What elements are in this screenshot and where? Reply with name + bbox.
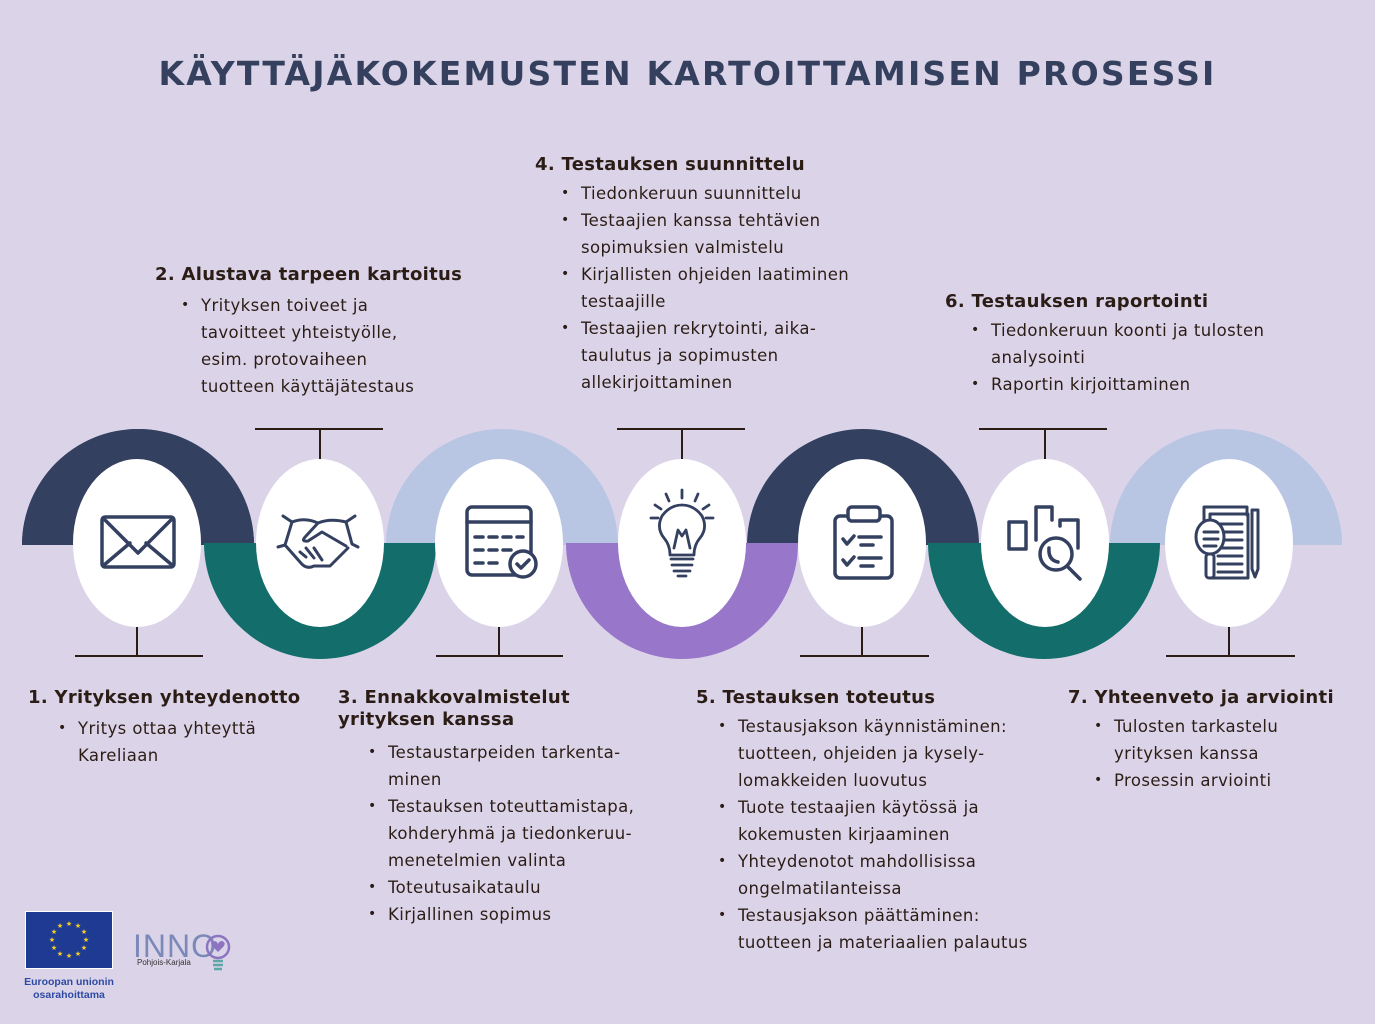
step-4-heading: 4. Testauksen suunnittelu [535,154,806,175]
page-title: KÄYTTÄJÄKOKEMUSTEN KARTOITTAMISEN PROSES… [158,54,1217,93]
lightbulb-heart-icon [205,934,231,971]
svg-text:★: ★ [66,920,72,928]
step-4-block: 4. Testauksen suunnittelu Tiedonkeruun s… [535,154,915,396]
step-3-bullet-3: Toteutusaikataulu [366,874,678,901]
step-5-bullet-2: Tuote testaajien käytössä ja kokemusten … [716,794,1038,848]
circle-step-2 [256,459,384,627]
svg-text:★: ★ [57,922,63,930]
clipboard-checklist-icon [833,505,894,580]
step-5-bullet-1: Testausjakson käynnistäminen: tuotteen, … [716,713,1058,794]
step-4-bullet-3: Kirjallisten ohjeiden laatiminen testaaj… [559,261,891,315]
svg-text:★: ★ [83,936,89,944]
step-6-bullet-2: Raportin kirjoittaminen [969,371,1345,398]
step-6-bullet-1: Tiedonkeruun koonti ja tulosten analysoi… [969,317,1321,371]
svg-text:★: ★ [81,944,87,952]
eu-funding-caption: Euroopan unionin osarahoittama [15,976,123,1002]
step-1-block: 1. Yrityksen yhteydenotto Yritys ottaa y… [28,687,328,769]
circle-step-3 [435,459,563,627]
circle-step-5 [798,459,926,627]
chart-magnifier-icon [1007,505,1082,581]
svg-text:★: ★ [81,928,87,936]
step-5-bullet-4: Testausjakson päättäminen: tuotteen ja m… [716,902,1058,956]
step-7-bullet-2: Prosessin arviointi [1092,767,1368,794]
step-6-block: 6. Testauksen raportointi Tiedonkeruun k… [945,291,1345,398]
eu-caption-line-1: Euroopan unionin [24,976,114,988]
circle-step-1 [73,459,201,627]
step-5-block: 5. Testauksen toteutus Testausjakson käy… [696,687,1056,956]
svg-text:★: ★ [51,928,57,936]
step-2-heading: 2. Alustava tarpeen kartoitus [155,264,463,285]
step-2-bullet: Yrityksen toiveet ja tavoitteet yhteisty… [179,292,431,400]
step-7-bullet-1: Tulosten tarkastelu yrityksen kanssa [1092,713,1334,767]
step-1-heading: 1. Yrityksen yhteydenotto [28,687,301,708]
circle-step-7 [1165,459,1293,627]
envelope-icon [100,515,176,569]
svg-text:★: ★ [57,950,63,958]
step-2-block: 2. Alustava tarpeen kartoitus Yrityksen … [155,264,485,400]
step-4-bullet-1: Tiedonkeruun suunnittelu [559,180,915,207]
calendar-check-icon [465,505,538,579]
step-3-block: 3. Ennakkovalmistelut yrityksen kanssa T… [338,687,678,928]
handshake-icon [276,514,360,569]
svg-text:★: ★ [75,922,81,930]
lightbulb-icon [649,488,715,578]
eu-caption-line-2: osarahoittama [33,989,105,1001]
step-7-block: 7. Yhteenveto ja arviointi Tulosten tark… [1068,687,1368,794]
svg-text:★: ★ [49,936,55,944]
inno-logo-subtitle: Pohjois-Karjala [137,958,191,967]
step-5-bullet-3: Yhteydenotot mahdollisissa ongelmatilant… [716,848,1038,902]
svg-text:★: ★ [75,950,81,958]
step-1-bullet: Yritys ottaa yhteyttä Kareliaan [56,715,303,769]
step-3-bullet-1: Testaustarpeiden tarkenta-minen [366,739,663,793]
eu-stars-icon: ★★★ ★★★ ★★★ ★★★ [49,920,89,960]
step-3-bullet-4: Kirjallinen sopimus [366,901,678,928]
step-5-heading: 5. Testauksen toteutus [696,687,936,708]
inno-logo-text: INNO [133,928,217,964]
svg-text:★: ★ [51,944,57,952]
step-4-bullet-2: Testaajien kanssa tehtävien sopimuksien … [559,207,866,261]
step-7-heading: 7. Yhteenveto ja arviointi [1068,687,1334,708]
step-4-bullet-4: Testaajien rekrytointi, aika-taulutus ja… [559,315,851,396]
eu-flag-logo: ★★★ ★★★ ★★★ ★★★ [25,911,113,969]
step-3-bullet-2: Testauksen toteuttamistapa, kohderyhmä j… [366,793,673,874]
inno-pohjois-karjala-logo: INNO Pohjois-Karjala [133,928,233,978]
step-6-heading: 6. Testauksen raportointi [945,291,1209,312]
step-3-heading: 3. Ennakkovalmistelut yrityksen kanssa [338,687,570,730]
svg-text:★: ★ [66,952,72,960]
document-review-icon [1194,505,1260,580]
circle-step-4 [618,459,746,627]
